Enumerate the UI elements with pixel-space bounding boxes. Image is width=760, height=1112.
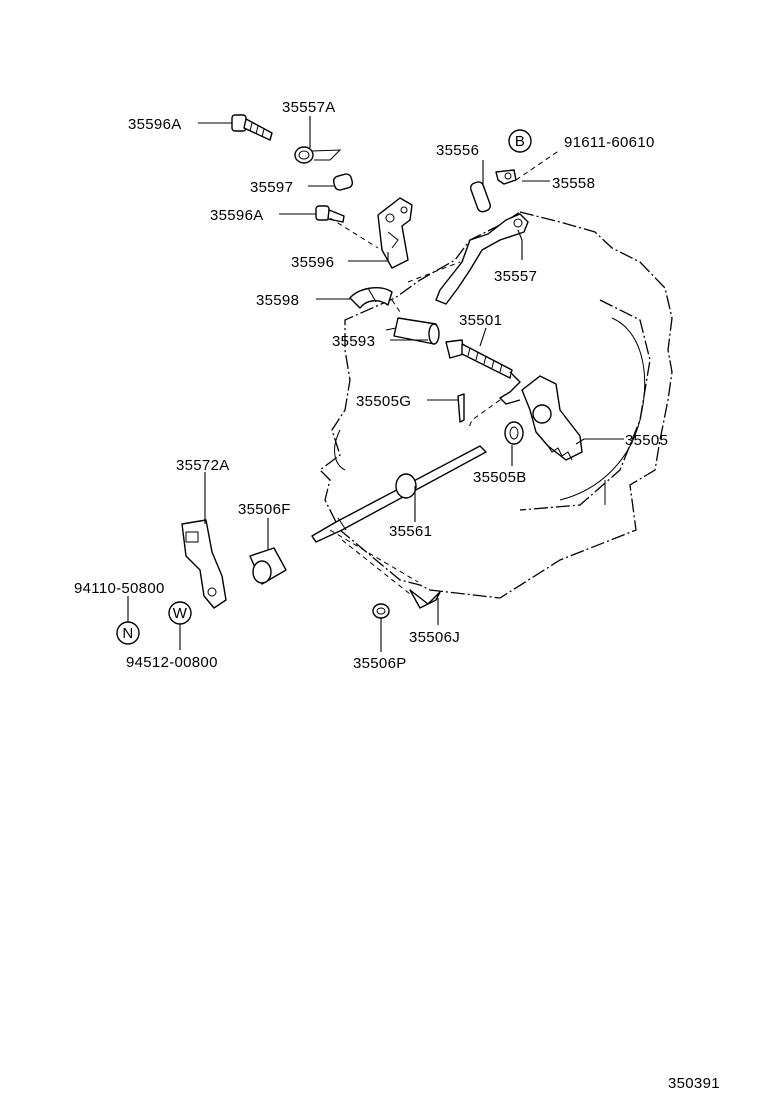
seal-35505b-shape xyxy=(504,421,524,445)
label-35505b: 35505B xyxy=(473,469,527,486)
label-35596: 35596 xyxy=(291,254,334,271)
label-35506f: 35506F xyxy=(238,501,291,518)
shaft-35561-shape xyxy=(311,445,487,543)
label-35557a: 35557A xyxy=(282,99,336,116)
cushion-35598-shape xyxy=(349,287,393,309)
lever-35572a-shape xyxy=(181,519,227,609)
label-94110-50800: 94110-50800 xyxy=(74,580,165,597)
label-35506p: 35506P xyxy=(353,655,407,672)
label-35593: 35593 xyxy=(332,333,375,350)
symbol-n-group: N xyxy=(116,621,140,645)
pin-35556-shape xyxy=(469,181,491,213)
ring-35506p-shape xyxy=(372,603,390,619)
sleeve-35593-shape xyxy=(385,317,440,345)
label-35501: 35501 xyxy=(459,312,502,329)
label-35597: 35597 xyxy=(250,179,293,196)
bracket-35596-shape xyxy=(377,197,413,269)
label-35506j: 35506J xyxy=(409,629,460,646)
label-94512-00800: 94512-00800 xyxy=(126,654,218,671)
clip-35558-shape xyxy=(495,169,517,185)
symbol-w-icon: W xyxy=(173,605,188,622)
label-35505: 35505 xyxy=(625,432,668,449)
symbol-b-group: B xyxy=(508,129,532,153)
label-91611-60610: 91611-60610 xyxy=(564,134,655,151)
label-35596a-mid: 35596A xyxy=(210,207,264,224)
pin-35505g-shape xyxy=(457,393,465,423)
part-labels: 35596A 35557A 35597 35596A 35596 35598 3… xyxy=(74,99,668,672)
collar-35597-shape xyxy=(332,173,354,191)
lever-35557-shape xyxy=(435,213,529,305)
rod-35501-shape xyxy=(445,339,521,405)
symbol-w-group: W xyxy=(168,601,192,625)
bolt-35596a-mid-shape xyxy=(315,205,345,223)
label-35561: 35561 xyxy=(389,523,432,540)
label-35596a-top: 35596A xyxy=(128,116,182,133)
transmission-case-outline xyxy=(319,211,673,599)
label-35505g: 35505G xyxy=(356,393,411,410)
label-35556: 35556 xyxy=(436,142,479,159)
label-35572a: 35572A xyxy=(176,457,230,474)
symbol-b-icon: B xyxy=(515,133,525,150)
spring-35557a-shape xyxy=(294,146,342,164)
label-35558: 35558 xyxy=(552,175,595,192)
symbol-n-icon: N xyxy=(122,625,133,642)
label-35557: 35557 xyxy=(494,268,537,285)
leader-lines xyxy=(127,116,624,652)
bushing-35506f-shape xyxy=(249,547,287,585)
sector-35505-shape xyxy=(521,375,583,461)
bolt-35596a-top-shape xyxy=(231,114,273,141)
diagram-id: 350391 xyxy=(668,1075,720,1092)
assembly-guide-lines xyxy=(329,149,561,595)
plate-35506j-shape xyxy=(409,589,441,609)
label-35598: 35598 xyxy=(256,292,299,309)
